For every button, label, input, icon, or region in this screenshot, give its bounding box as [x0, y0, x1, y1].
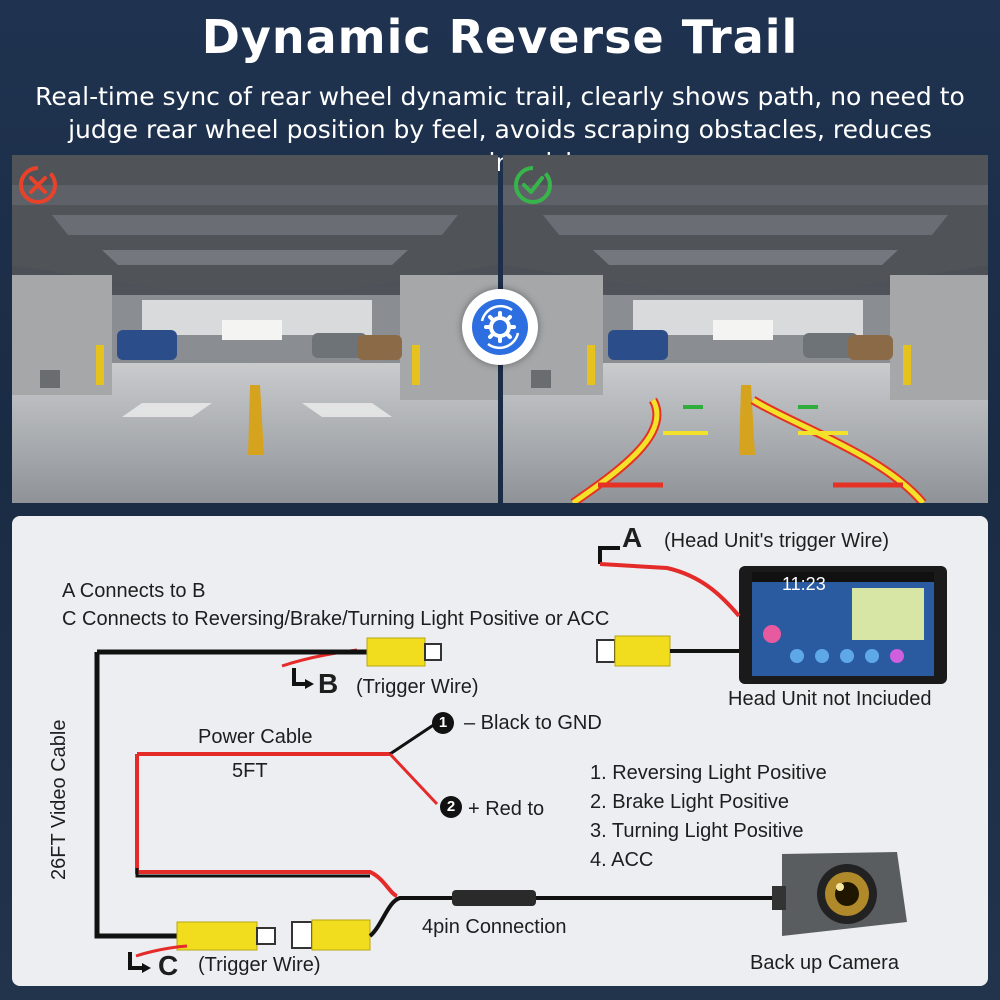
error-x-icon: [19, 166, 57, 204]
head-unit-caption: Head Unit not Inciuded: [728, 688, 932, 710]
four-pin-label: 4pin Connection: [422, 916, 567, 938]
wire-number-2-badge: 2: [440, 796, 462, 818]
power-cable-length: 5FT: [232, 760, 268, 782]
option-3: 3. Turning Light Positive: [590, 820, 804, 842]
parking-garage-photo-without-trail: [12, 155, 498, 503]
check-circle-icon: [514, 166, 552, 204]
sync-gear-icon: [480, 304, 520, 350]
head-unit-time: 11:23: [782, 574, 826, 594]
camera-caption: Back up Camera: [750, 952, 899, 974]
a-trigger-wire-label: (Head Unit's trigger Wire): [664, 530, 889, 552]
video-cable-label: 26FT Video Cable: [48, 719, 70, 880]
red-to-label: + Red to: [468, 798, 545, 820]
connection-c-note: C Connects to Reversing/Brake/Turning Li…: [62, 608, 610, 630]
black-to-gnd-label: – Black to GND: [464, 712, 602, 734]
point-a-label: A: [622, 522, 643, 553]
c-trigger-wire-label: (Trigger Wire): [198, 954, 321, 976]
option-1: 1. Reversing Light Positive: [590, 762, 827, 784]
sync-gear-badge: [462, 289, 538, 365]
parking-garage-photo-with-trail: [503, 155, 988, 503]
power-cable-label: Power Cable: [198, 726, 313, 748]
page-title: Dynamic Reverse Trail: [201, 10, 799, 64]
option-2: 2. Brake Light Positive: [590, 791, 789, 813]
wiring-lines: [94, 546, 947, 973]
b-trigger-wire-label: (Trigger Wire): [356, 676, 479, 698]
page-subtitle: Real-time sync of rear wheel dynamic tra…: [35, 82, 965, 177]
wire-number-1-badge: 1: [432, 712, 454, 734]
point-c-label: C: [158, 950, 179, 981]
wiring-diagram-panel: A (Head Unit's trigger Wire) A Connects …: [12, 516, 988, 986]
option-4: 4. ACC: [590, 849, 654, 871]
connection-a-b-note: A Connects to B: [62, 580, 206, 602]
point-b-label: B: [318, 668, 339, 699]
